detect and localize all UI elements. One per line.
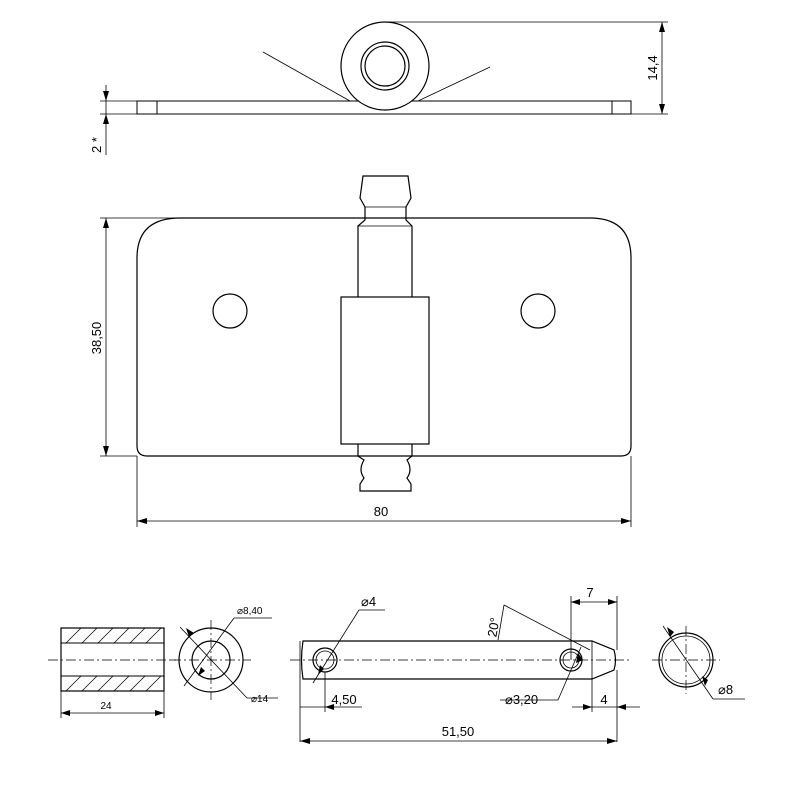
hinge-front-view: 38,50 80: [89, 175, 632, 527]
dim-plate-height: 14,4: [645, 55, 660, 80]
bushing-section: 24: [48, 627, 176, 718]
dim-pin-angle: 20°: [484, 616, 502, 638]
pin-side-view: ⌀4 20° 7 ⌀3,20 4,50 4 51,50: [290, 585, 640, 744]
dim-pin-hole-offset: 4,50: [331, 692, 356, 707]
dim-pin-hole: ⌀4: [361, 594, 376, 609]
dim-plate-width: 38,50: [89, 322, 104, 355]
dim-pin-total-length: 51,50: [442, 724, 475, 739]
pin-end-view: ⌀8: [652, 625, 745, 700]
dim-bushing-outer: ⌀14: [251, 694, 269, 705]
bushing-end-view: ⌀8,40 ⌀14: [171, 606, 278, 705]
dim-pin-small-hole: ⌀3,20: [505, 692, 538, 707]
hinge-side-view: 14,4 2 *: [89, 21, 668, 155]
dim-pin-tip-length: 7: [586, 585, 593, 600]
dim-plate-thickness: 2 *: [89, 137, 104, 153]
dim-pin-dia: ⌀8: [718, 682, 733, 697]
dim-bushing-length: 24: [100, 701, 112, 712]
dim-pin-tip-offset: 4: [600, 692, 607, 707]
dim-bushing-inner: ⌀8,40: [237, 606, 263, 617]
dim-plate-length: 80: [374, 504, 388, 519]
